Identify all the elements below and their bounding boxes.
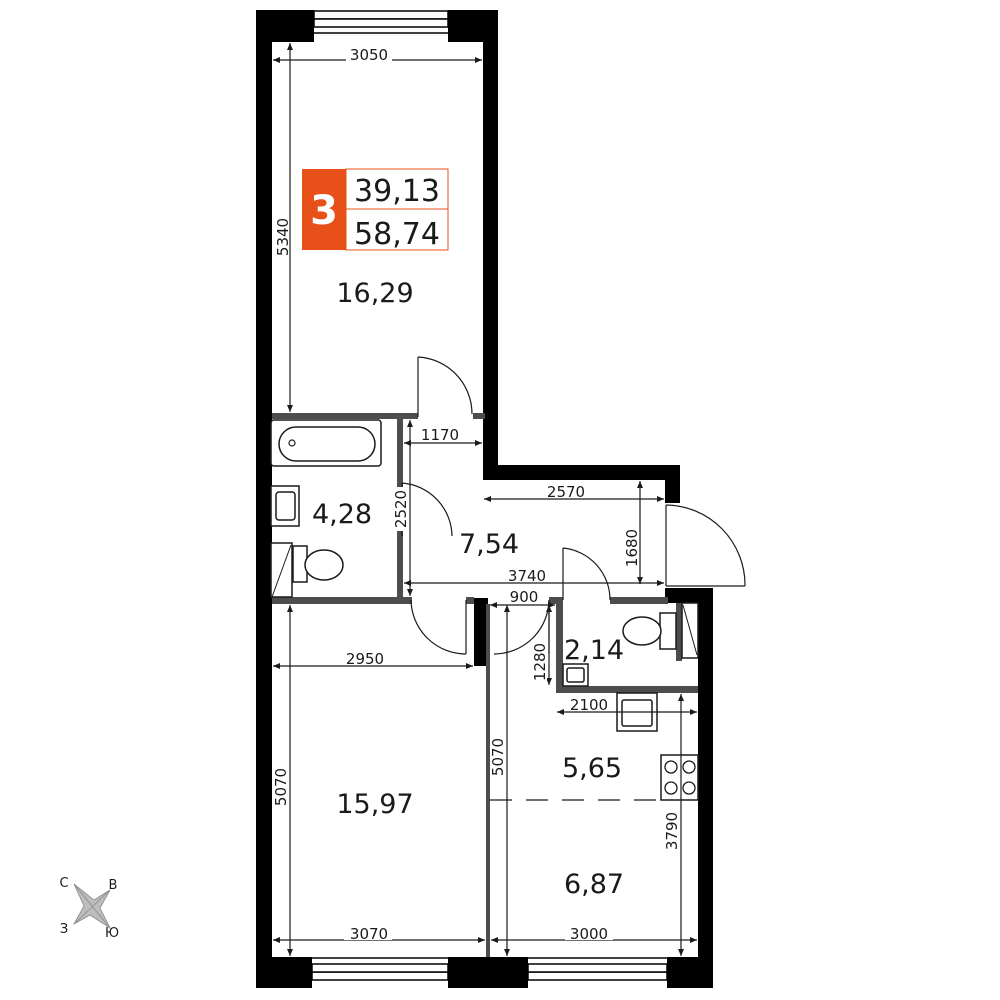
- dim-toilet-height: 1280: [531, 643, 549, 681]
- dimension-labels: 3050 5340 1170 2520 2570 1680 3740 900 1…: [272, 46, 681, 943]
- dim-bottom-right-width: 3000: [570, 925, 608, 943]
- interior-walls: [272, 413, 698, 957]
- dim-bottom-left-width2: 3070: [350, 925, 388, 943]
- living-area: 39,13: [354, 174, 440, 209]
- dim-bath-height: 2520: [392, 490, 410, 528]
- total-area: 58,74: [354, 217, 440, 252]
- room-areas: 16,29 4,28 7,54 2,14 5,65 6,87 15,97: [312, 278, 624, 900]
- dim-top-width: 3050: [350, 46, 388, 64]
- dim-kitchen-height: 3790: [663, 812, 681, 850]
- compass-north: С: [59, 876, 68, 891]
- area-living-zone: 6,87: [564, 869, 624, 900]
- bathtub: [270, 419, 382, 467]
- dim-hall-length: 3740: [508, 567, 546, 585]
- area-hallway: 7,54: [459, 529, 519, 560]
- area-bedroom-bottom: 15,97: [336, 789, 413, 820]
- area-toilet: 2,14: [564, 635, 624, 666]
- dim-bottom-right-height: 5070: [489, 738, 507, 776]
- dim-hall-height: 1680: [623, 529, 641, 567]
- bath-sink: [270, 485, 300, 527]
- dim-toilet-width: 900: [510, 588, 539, 606]
- dim-bottom-left-height: 5070: [272, 768, 290, 806]
- dim-hall-width: 2570: [547, 483, 585, 501]
- wc-sink: [562, 663, 589, 687]
- compass-east: В: [109, 878, 118, 893]
- rooms-count: 3: [310, 188, 338, 234]
- area-kitchen: 5,65: [562, 753, 622, 784]
- area-bedroom-top: 16,29: [336, 278, 413, 309]
- kitchen-stove: [660, 754, 699, 801]
- dim-hall-small: 1170: [421, 426, 459, 444]
- dim-bottom-left-width: 2950: [346, 650, 384, 668]
- exterior-walls: [256, 10, 713, 988]
- bath-toilet: [270, 542, 344, 598]
- compass-west: З: [60, 922, 68, 937]
- dim-top-height: 5340: [274, 218, 292, 256]
- area-bathroom: 4,28: [312, 499, 372, 530]
- compass-rose: С В З Ю: [59, 876, 119, 941]
- rooms-count-box: [302, 169, 346, 250]
- windows: [311, 10, 668, 981]
- dim-kitchen-width: 2100: [570, 696, 608, 714]
- wc-toilet: [622, 602, 699, 659]
- compass-south: Ю: [105, 926, 119, 941]
- apartment-badge: 3 39,13 58,74: [302, 168, 449, 252]
